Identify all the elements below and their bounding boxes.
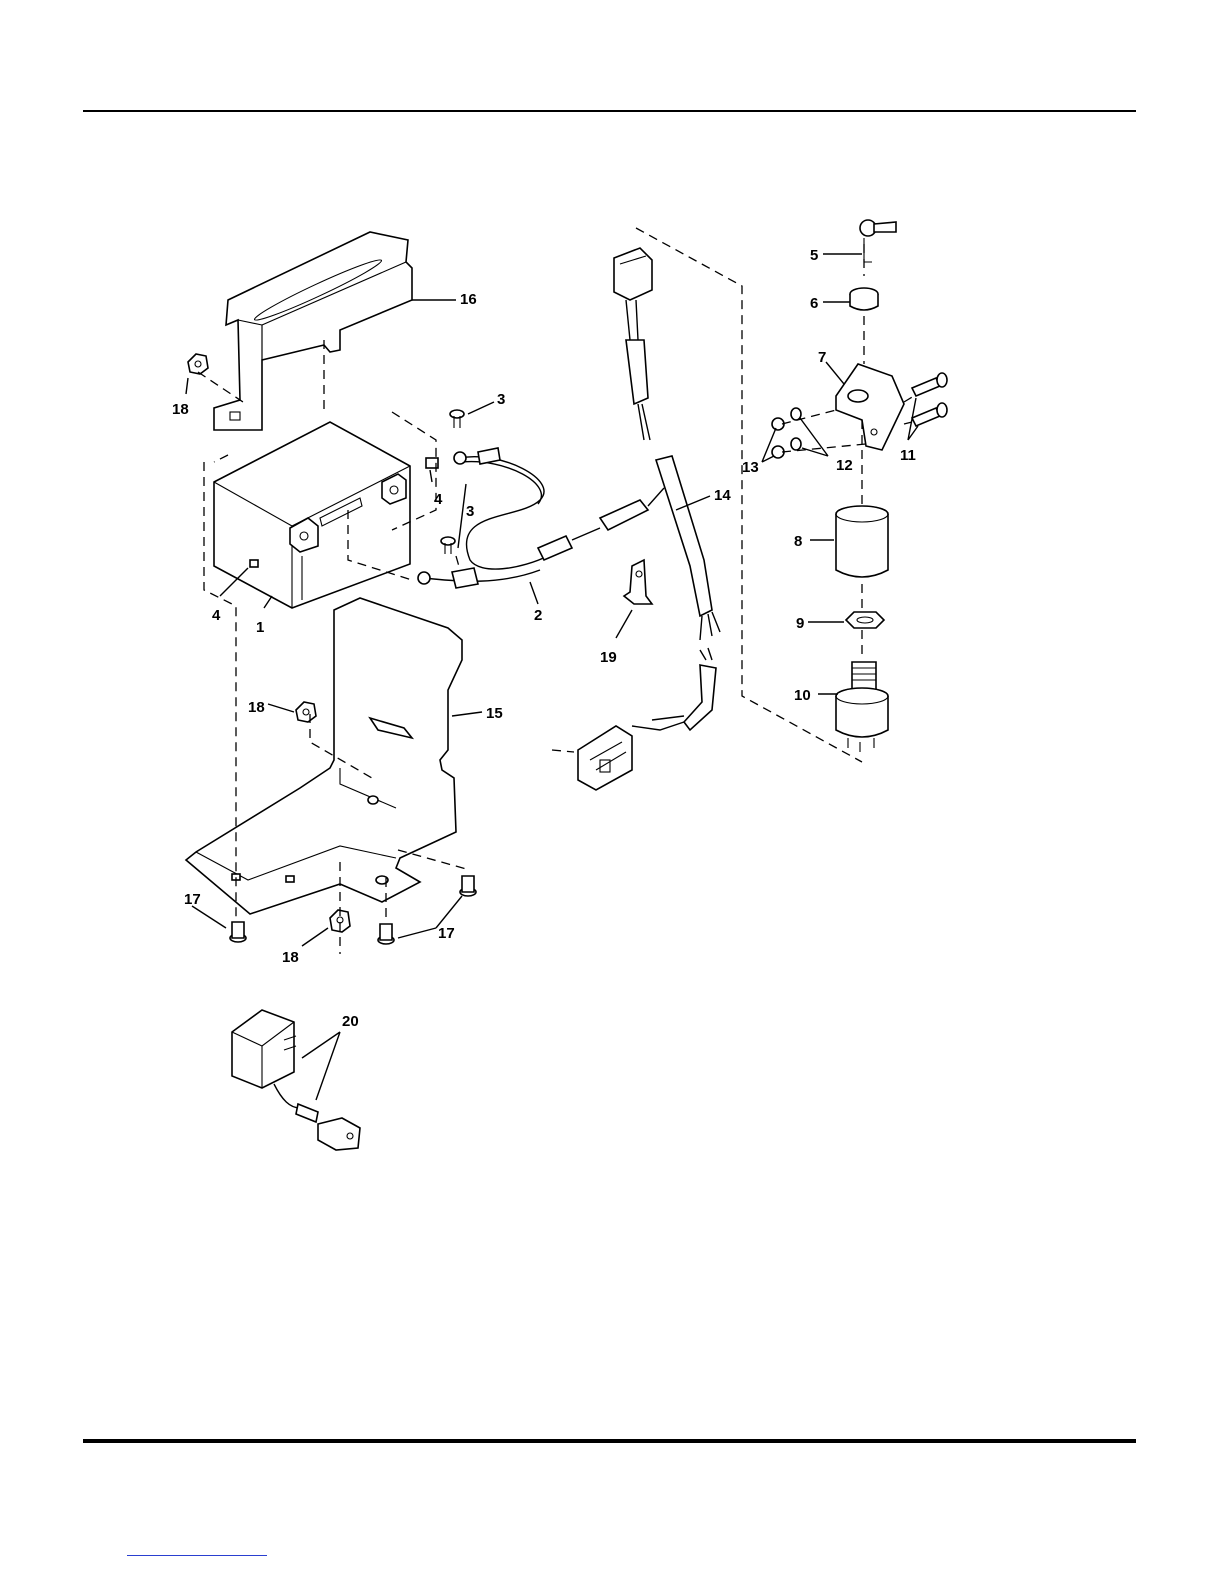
callout-5: 5 xyxy=(810,247,818,264)
bezel-nut-part xyxy=(850,288,878,310)
jam-nut-part xyxy=(846,612,884,628)
leader-lines xyxy=(186,254,918,1100)
callout-2: 2 xyxy=(534,607,542,624)
footer-link-underline[interactable] xyxy=(127,1555,267,1556)
callout-20: 20 xyxy=(342,1013,359,1030)
bolt-part-upper xyxy=(912,373,947,396)
callout-10: 10 xyxy=(794,687,811,704)
callout-18-middle: 18 xyxy=(248,699,265,716)
bolt-part-lower xyxy=(912,403,947,426)
callout-7: 7 xyxy=(818,349,826,366)
battery-tray-part xyxy=(186,598,462,914)
callout-3-upper: 3 xyxy=(497,391,505,408)
washer-part xyxy=(791,408,801,450)
callout-11: 11 xyxy=(900,447,916,464)
wiring-harness-part xyxy=(578,248,720,790)
charger-part xyxy=(232,1010,360,1150)
key-part xyxy=(860,220,896,262)
hex-screw-part-left xyxy=(230,922,246,942)
callout-18-upper: 18 xyxy=(172,401,189,418)
harness-clip-part xyxy=(624,560,652,604)
screw-part-upper xyxy=(450,410,464,428)
footer-rule xyxy=(83,1439,1136,1443)
battery-part xyxy=(214,422,438,608)
callout-16: 16 xyxy=(460,291,477,308)
callout-14: 14 xyxy=(714,487,731,504)
ignition-switch-part xyxy=(836,662,888,752)
callout-15: 15 xyxy=(486,705,503,722)
callout-9: 9 xyxy=(796,615,804,632)
callout-19: 19 xyxy=(600,649,617,666)
callout-4-left: 4 xyxy=(212,607,221,624)
battery-cable-part xyxy=(418,448,600,588)
hex-screw-part-middle xyxy=(378,924,394,944)
callout-13: 13 xyxy=(742,459,759,476)
callout-8: 8 xyxy=(794,533,802,550)
callout-6: 6 xyxy=(810,295,818,312)
callout-17-right: 17 xyxy=(438,925,455,942)
hex-screw-part-right xyxy=(460,876,476,896)
spacer-tube-part xyxy=(836,506,888,577)
callout-labels: 1 2 3 3 4 4 5 6 7 8 9 10 11 12 13 14 15 … xyxy=(172,247,916,1030)
top-bracket-part xyxy=(214,232,412,430)
switch-bracket-part xyxy=(836,364,904,450)
callout-17-left: 17 xyxy=(184,891,201,908)
flange-nut-part-upper xyxy=(188,354,208,374)
callout-4-right: 4 xyxy=(434,491,443,508)
callout-12: 12 xyxy=(836,457,853,474)
screw-part-lower xyxy=(441,537,455,554)
callout-18-lower: 18 xyxy=(282,949,299,966)
callout-3-lower: 3 xyxy=(466,503,474,520)
flange-nut-part-middle xyxy=(296,702,316,722)
callout-1: 1 xyxy=(256,619,264,636)
